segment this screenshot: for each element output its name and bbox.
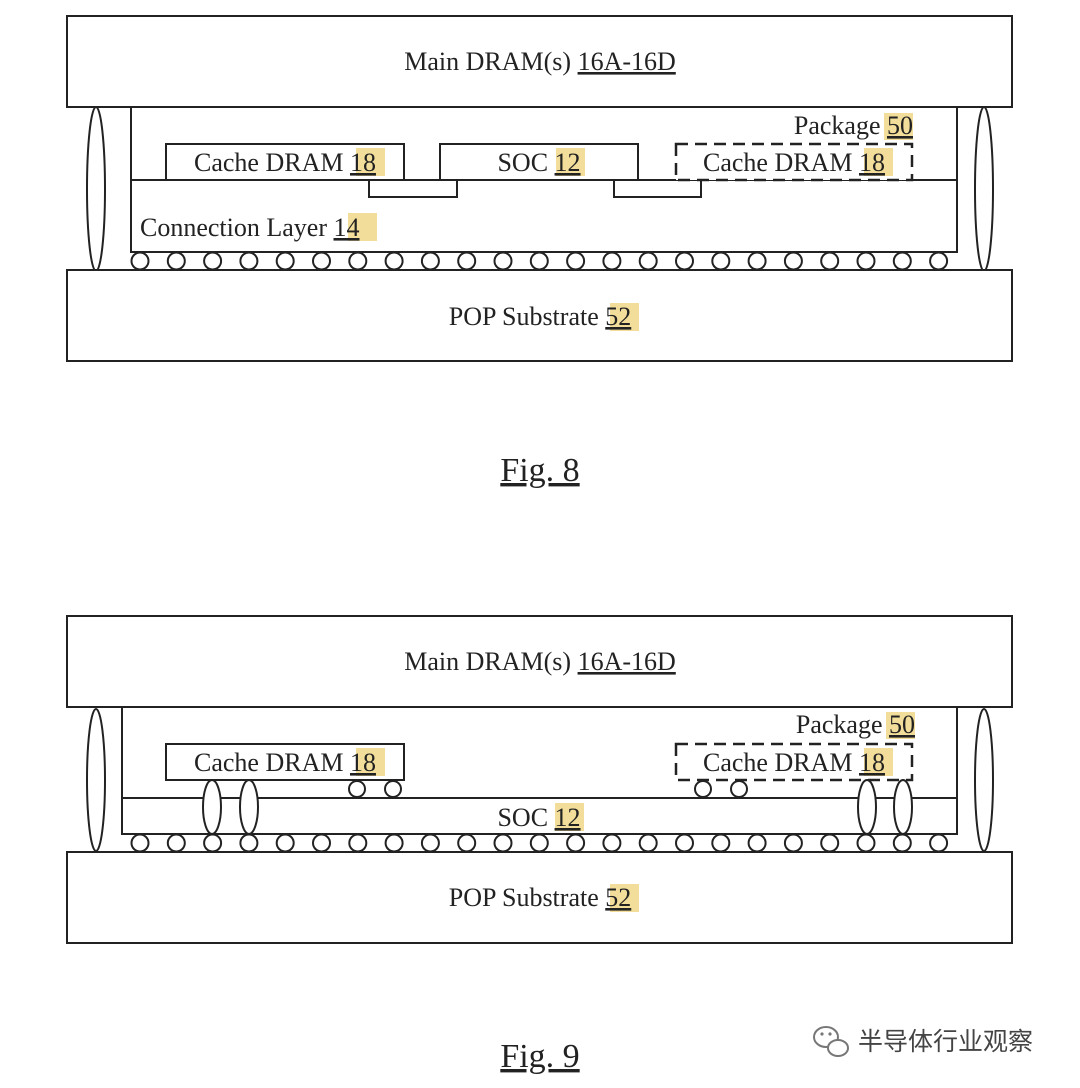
micro-bump xyxy=(730,780,748,798)
soc-label: SOC 12 xyxy=(497,148,580,177)
solder-ball xyxy=(892,251,912,271)
micro-bump xyxy=(694,780,712,798)
solder-ball xyxy=(166,251,186,271)
soc-ref-highlight xyxy=(556,148,585,176)
solder-ball xyxy=(638,833,658,853)
watermark: 半导体行业观察 xyxy=(813,1026,1033,1057)
solder-ball xyxy=(348,251,368,271)
solder-ball xyxy=(602,833,622,853)
package-label: Package 50 xyxy=(796,710,915,739)
solder-ball xyxy=(493,251,513,271)
main-dram-label: Main DRAM(s) 16A-16D xyxy=(404,47,676,76)
connection-layer-ref-highlight xyxy=(348,213,377,241)
soc-ref-highlight xyxy=(555,803,584,831)
solder-ball xyxy=(783,251,803,271)
micro-bump xyxy=(348,780,366,798)
solder-ball xyxy=(239,251,259,271)
package-label: Package 50 xyxy=(794,111,913,140)
through-via xyxy=(857,779,877,835)
solder-ball xyxy=(312,833,331,853)
cache-dram-left-label: Cache DRAM 18 xyxy=(194,148,376,177)
figure-caption: Fig. 8 xyxy=(500,452,579,489)
cache-left-ref-highlight xyxy=(356,148,385,176)
pop-interconnect-right xyxy=(974,708,994,852)
solder-ball xyxy=(638,251,658,271)
bridge-right xyxy=(613,180,702,198)
solder-ball xyxy=(493,833,513,853)
package-ref-highlight xyxy=(886,712,915,739)
solder-ball xyxy=(457,833,477,853)
main-dram-box xyxy=(66,615,1013,708)
solder-ball xyxy=(820,833,840,853)
pop-interconnect-right xyxy=(974,106,994,272)
solder-ball xyxy=(566,833,586,853)
pop-interconnect-left xyxy=(86,106,106,272)
wechat-icon xyxy=(813,1026,849,1057)
solder-ball xyxy=(384,251,404,271)
solder-ball xyxy=(312,251,331,271)
solder-ball xyxy=(747,833,767,853)
figure-9: Main DRAM(s) 16A-16D Package 50 Cache DR… xyxy=(66,615,1013,1075)
solder-ball xyxy=(892,833,912,853)
soc-box xyxy=(439,143,639,181)
solder-ball-row xyxy=(130,251,949,271)
solder-ball xyxy=(529,833,549,853)
bridge-left xyxy=(368,180,458,198)
solder-ball xyxy=(384,833,404,853)
cache-right-ref-highlight xyxy=(864,748,893,776)
soc-label: SOC 12 xyxy=(497,803,580,832)
solder-ball xyxy=(130,251,150,271)
solder-ball xyxy=(856,251,876,271)
pop-substrate-label: POP Substrate 52 xyxy=(449,883,632,912)
pop-substrate-label: POP Substrate 52 xyxy=(449,302,632,331)
pop-interconnect-left xyxy=(86,708,106,852)
solder-ball xyxy=(602,251,622,271)
watermark-text: 半导体行业观察 xyxy=(858,1027,1033,1056)
solder-ball-row xyxy=(130,833,949,853)
solder-ball xyxy=(130,833,150,853)
solder-ball xyxy=(275,251,295,271)
substrate-ref-highlight xyxy=(610,884,639,912)
solder-ball xyxy=(203,833,223,853)
cache-dram-right-label: Cache DRAM 18 xyxy=(703,148,885,177)
solder-ball xyxy=(420,833,440,853)
solder-ball xyxy=(783,833,803,853)
solder-ball xyxy=(856,833,876,853)
through-via xyxy=(239,779,259,835)
solder-ball xyxy=(820,251,840,271)
cache-left-ref-highlight xyxy=(356,748,385,776)
solder-ball xyxy=(166,833,186,853)
figure-8: Main DRAM(s) 16A-16D Package 50 Cache DR… xyxy=(66,15,1013,489)
cache-right-ref-highlight xyxy=(864,148,893,176)
cache-dram-right-label: Cache DRAM 18 xyxy=(703,748,885,777)
solder-ball xyxy=(747,251,767,271)
solder-ball xyxy=(529,251,549,271)
connection-layer-label: Connection Layer 14 xyxy=(140,213,360,242)
pop-substrate-box xyxy=(66,269,1013,362)
solder-ball xyxy=(675,833,694,853)
solder-ball xyxy=(711,251,731,271)
through-via xyxy=(202,779,222,835)
solder-ball xyxy=(348,833,368,853)
solder-ball xyxy=(457,251,477,271)
pop-substrate-box xyxy=(66,851,1013,944)
micro-bump xyxy=(384,780,402,798)
main-dram-box xyxy=(66,15,1013,108)
solder-ball xyxy=(675,251,694,271)
figure-caption: Fig. 9 xyxy=(500,1038,579,1075)
solder-ball xyxy=(420,251,440,271)
solder-ball xyxy=(929,251,949,271)
main-dram-label: Main DRAM(s) 16A-16D xyxy=(404,647,676,676)
solder-ball xyxy=(711,833,731,853)
solder-ball xyxy=(239,833,259,853)
solder-ball xyxy=(203,251,223,271)
cache-dram-left-label: Cache DRAM 18 xyxy=(194,748,376,777)
through-via xyxy=(893,779,913,835)
package-ref-highlight xyxy=(884,113,913,140)
substrate-ref-highlight xyxy=(610,303,639,331)
solder-ball xyxy=(929,833,949,853)
solder-ball xyxy=(275,833,295,853)
solder-ball xyxy=(566,251,586,271)
